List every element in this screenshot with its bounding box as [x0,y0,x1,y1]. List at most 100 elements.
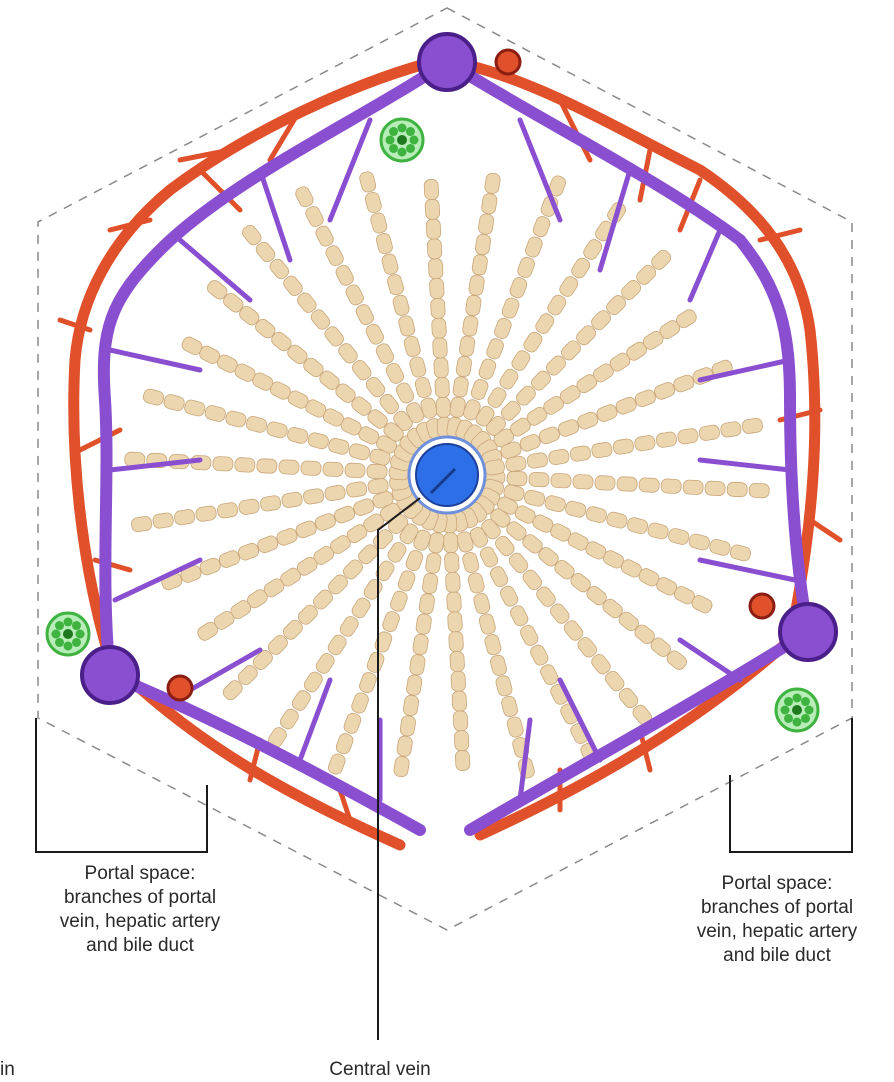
hepatocyte [430,298,445,319]
hepatocyte [403,695,420,717]
bile-duct-cell [805,706,814,715]
hepatocyte [365,650,385,674]
hepatocyte [667,527,690,546]
hepatocyte [324,485,346,502]
hepatocyte [451,671,466,692]
hepatocyte [314,512,338,532]
hepatocyte [500,695,519,718]
hepatocyte [526,452,548,469]
label-line: Portal space: [660,872,894,896]
label-line: and bile duct [20,934,260,958]
hepatocyte [475,234,492,256]
hepatocyte [393,756,410,778]
hepatocyte [522,330,545,354]
hepatocyte [481,193,498,215]
portal-vein [780,604,836,660]
portal-vein-twig [520,120,560,220]
bile-duct-cell [801,697,810,706]
hepatocyte [576,410,600,430]
hepatocyte [452,376,469,398]
hepatocyte [386,540,409,564]
hepatocyte [472,592,491,615]
hepatocyte [350,596,373,620]
bile-duct-cell [784,714,793,723]
bile-duct-cell [76,630,85,639]
bile-duct-cell [398,148,407,157]
hepatocyte [455,750,470,771]
bile-duct-cell [793,718,802,727]
hepatocyte [585,505,608,524]
hepatocyte [412,634,429,656]
hepatocyte [290,688,313,712]
hepatocyte [183,399,206,418]
bile-duct-cell [784,697,793,706]
hepatocyte [408,356,427,379]
hepatocyte [461,551,480,574]
label-portal-space-right: Portal space: branches of portal vein, h… [660,872,894,968]
hepatocyte [449,631,464,652]
hepatocyte [498,367,521,391]
bile-duct-cell [801,714,810,723]
hepatocyte [741,417,763,434]
hepatocyte [478,545,500,569]
hepatocyte [506,716,525,739]
hepatocyte [386,273,405,296]
bile-duct-cell [55,621,64,630]
hepatocyte [478,213,495,235]
label-edge-fragment: in [0,1058,15,1082]
hepatocyte [427,239,442,260]
artery-twig [80,430,120,450]
hepatocyte [346,481,368,498]
leader-portal-left [36,718,207,852]
hepatocyte [557,274,580,298]
bile-duct-cell [410,136,419,145]
label-line: vein, hepatic artery [660,920,894,944]
hepatocyte [281,491,303,508]
hepatocyte [545,293,568,317]
hepatocyte [304,204,326,228]
hepatocyte [672,373,696,393]
bile-duct-cell [398,124,407,133]
hepatocyte [266,421,289,440]
bile-duct-cell [406,127,415,136]
hepatocyte [389,589,409,613]
hepatocyte [345,463,366,478]
label-portal-space-left: Portal space: branches of portal vein, h… [20,862,260,958]
bile-duct [776,689,818,731]
label-line: branches of portal [660,896,894,920]
hepatocyte [406,674,423,696]
portal-vein-twig [700,460,790,470]
hepatocyte [489,654,508,677]
hepatocyte [434,357,449,378]
central-vein [409,437,485,513]
hepatocyte [469,378,489,402]
hepatocyte [237,542,261,562]
hepatocyte [655,431,677,448]
hepatocyte [358,170,377,193]
hepatocyte [523,489,546,508]
hepatocyte [195,505,217,522]
hepatocyte [324,244,346,268]
hepatocyte [381,253,400,276]
hepatocyte [524,235,544,259]
hepatocyte [688,533,711,552]
hepatocyte [224,410,247,429]
hepatocyte [518,623,540,647]
hepatocyte [409,654,426,676]
hepatocyte [256,534,280,554]
hepatocyte [485,337,505,361]
hepatocyte [435,377,450,398]
hepatocyte [538,425,562,445]
hepatocyte [698,424,720,441]
hepatocyte [217,502,239,519]
hepatocyte [677,428,699,445]
hepatocyte [294,185,316,209]
hepatocyte [257,459,278,474]
hepatocyte [303,488,325,505]
hepatocyte [373,630,393,654]
hepatocyte [327,752,347,776]
hepatocyte [471,254,488,276]
portal-vein [419,34,475,90]
hepatocyte [564,500,587,519]
hepatocyte [174,509,196,526]
